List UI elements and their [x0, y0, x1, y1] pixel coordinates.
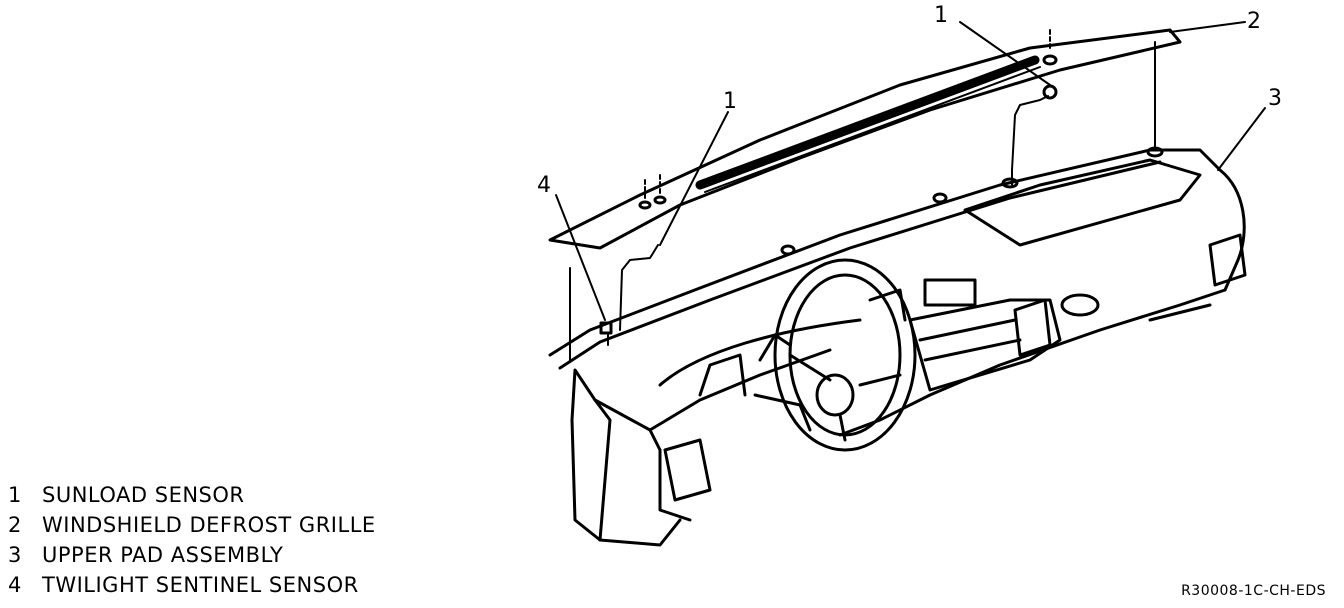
- legend-label: WINDSHIELD DEFROST GRILLE: [42, 513, 376, 537]
- legend-item: 2 WINDSHIELD DEFROST GRILLE: [8, 510, 376, 540]
- legend-number: 4: [8, 573, 22, 597]
- callout-leaders: [555, 21, 1266, 321]
- upper-pad-assembly: [548, 148, 1247, 547]
- callout-twilight-sensor: 4: [537, 173, 551, 198]
- figure-id: R30008-1C-CH-EDS: [1181, 583, 1326, 599]
- steering-wheel: [753, 258, 917, 452]
- legend-item: 4 TWILIGHT SENTINEL SENSOR: [8, 570, 376, 600]
- callout-defrost-grille: 2: [1247, 9, 1261, 34]
- windshield-defrost-grille: [548, 28, 1182, 250]
- sunload-sensor-right: [1011, 29, 1058, 186]
- twilight-sentinel-sensor: [569, 267, 613, 361]
- legend-number: 1: [8, 483, 22, 507]
- legend-label: TWILIGHT SENTINEL SENSOR: [42, 573, 359, 597]
- legend-number: 3: [8, 543, 22, 567]
- callout-sunload-sensor-right: 1: [934, 3, 948, 28]
- parts-legend: 1 SUNLOAD SENSOR 2 WINDSHIELD DEFROST GRIL…: [8, 480, 376, 600]
- sunload-sensor-left: [619, 174, 661, 331]
- legend-label: SUNLOAD SENSOR: [42, 483, 245, 507]
- callout-sunload-sensor-left: 1: [723, 89, 737, 114]
- legend-item: 3 UPPER PAD ASSEMBLY: [8, 540, 376, 570]
- callout-upper-pad: 3: [1268, 86, 1282, 111]
- legend-item: 1 SUNLOAD SENSOR: [8, 480, 376, 510]
- legend-number: 2: [8, 513, 22, 537]
- legend-label: UPPER PAD ASSEMBLY: [42, 543, 284, 567]
